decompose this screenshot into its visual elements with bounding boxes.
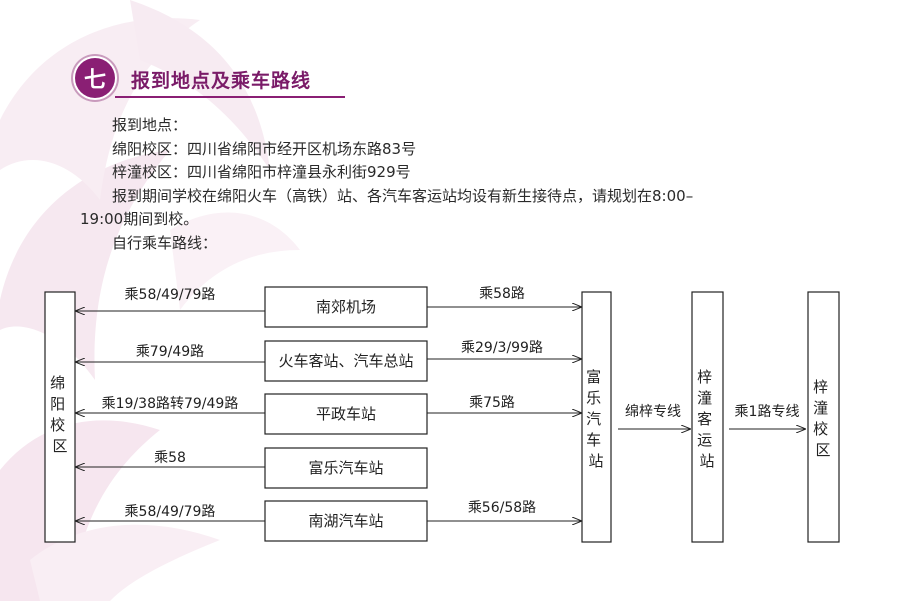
hub-char: 乐 xyxy=(586,389,601,407)
petal-decoration xyxy=(130,0,270,170)
route-label-left: 乘79/49路 xyxy=(136,344,204,360)
mianyang-campus-box xyxy=(44,291,76,543)
mianyang-campus-label: 绵 阳 校 区 xyxy=(50,374,70,455)
hub-box xyxy=(581,291,612,543)
route-label-express: 绵梓专线 xyxy=(625,403,681,420)
petal-decoration xyxy=(30,524,220,601)
station-label: 火车客站、汽车总站 xyxy=(278,352,413,370)
station-box-fule xyxy=(264,447,428,489)
hub-char: 车 xyxy=(586,431,601,449)
hub-label: 富 乐 汽 车 站 xyxy=(586,368,606,470)
station-label: 南湖汽车站 xyxy=(308,512,383,530)
hub-char: 汽 xyxy=(586,410,601,428)
station-box-railway xyxy=(264,340,428,382)
route-label-left: 乘58/49/79路 xyxy=(125,504,216,520)
station-label: 平政车站 xyxy=(316,405,376,423)
paragraph: 19:00期间到校。 xyxy=(80,210,199,228)
title-underline xyxy=(115,96,345,98)
petal-decoration xyxy=(170,212,300,310)
zitong-station-label: 梓 潼 客 运 站 xyxy=(697,368,717,470)
campus-char: 校 xyxy=(813,420,828,438)
campus-char: 梓 xyxy=(813,378,828,396)
route-label-left: 乘58 xyxy=(154,450,186,466)
zitong-station-box xyxy=(691,291,724,543)
paragraph: 报到期间学校在绵阳火车（高铁）站、各汽车客运站均设有新生接待点，请规划在8:00… xyxy=(112,186,694,205)
section-number-badge: 七 xyxy=(75,58,115,98)
hub-char: 站 xyxy=(588,452,603,470)
section-title: 报到地点及乘车路线 xyxy=(131,70,312,92)
station-char: 梓 xyxy=(697,368,712,386)
route-label-bus1: 乘1路专线 xyxy=(735,404,800,420)
route-label-left: 乘58/49/79路 xyxy=(125,287,216,303)
route-label-right: 乘58路 xyxy=(479,286,525,302)
route-label-left: 乘19/38路转79/49路 xyxy=(102,396,239,412)
station-box-nanhu xyxy=(264,500,428,542)
zitong-campus-label: 梓 潼 校 区 xyxy=(813,378,833,459)
station-label: 富乐汽车站 xyxy=(308,459,383,477)
paragraph: 报到地点： xyxy=(112,116,188,134)
campus-char: 潼 xyxy=(813,399,828,417)
route-label-right: 乘56/58路 xyxy=(468,500,536,516)
body-text: 报到地点： 绵阳校区：四川省绵阳市经开区机场东路83号 梓潼校区：四川省绵阳市梓… xyxy=(80,114,820,255)
route-label-right: 乘29/3/99路 xyxy=(461,340,543,356)
hub-char: 富 xyxy=(586,368,601,386)
petal-decoration xyxy=(0,150,170,380)
section-header: 七 报到地点及乘车路线 xyxy=(71,56,346,102)
station-char: 客 xyxy=(697,410,712,428)
station-char: 站 xyxy=(699,452,714,470)
station-label: 南郊机场 xyxy=(316,298,376,316)
campus-char: 区 xyxy=(52,437,67,455)
station-char: 运 xyxy=(697,431,712,449)
campus-char: 区 xyxy=(815,441,830,459)
station-char: 潼 xyxy=(697,389,712,407)
paragraph: 自行乘车路线： xyxy=(112,233,218,252)
campus-char: 阳 xyxy=(50,395,65,413)
campus-char: 绵 xyxy=(50,374,65,392)
station-box-pingzheng xyxy=(264,393,428,435)
zitong-campus-box xyxy=(807,291,840,543)
route-label-right: 乘75路 xyxy=(469,395,515,411)
campus-char: 校 xyxy=(50,416,65,434)
paragraph: 绵阳校区：四川省绵阳市经开区机场东路83号 xyxy=(112,139,417,158)
paragraph: 梓潼校区：四川省绵阳市梓潼县永利街929号 xyxy=(112,163,411,181)
